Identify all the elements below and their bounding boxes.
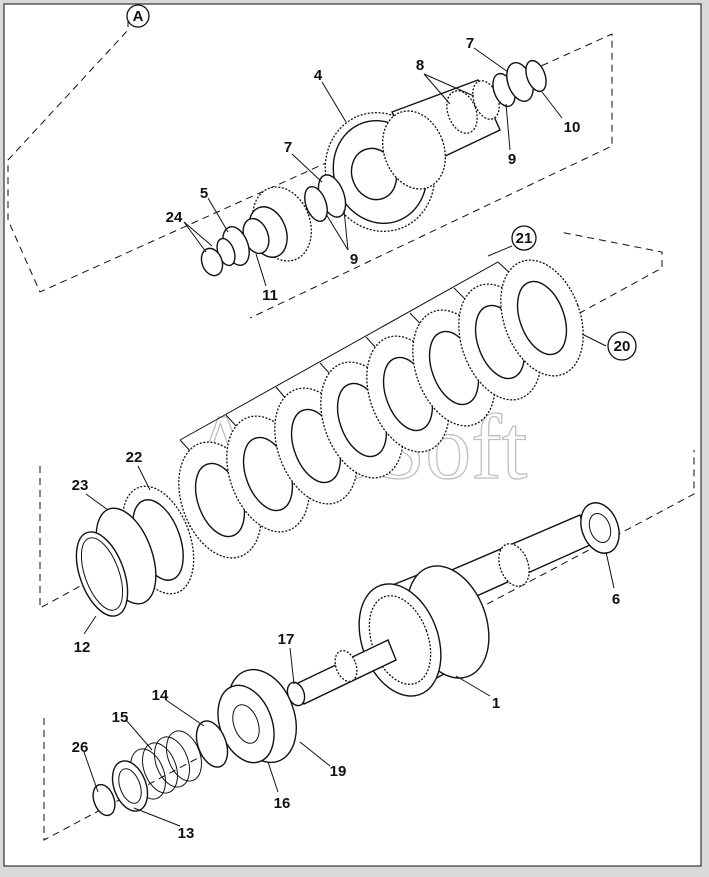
- callout-23: 23: [72, 477, 89, 494]
- needle-bearings-8: [446, 80, 500, 134]
- callout-12: 12: [74, 639, 91, 656]
- callouts: 4 8 7 10 9 7 5 24 9 11 21 20 22 23 12 6 …: [72, 35, 637, 842]
- callout-15: 15: [112, 709, 129, 726]
- callout-9-upper: 9: [508, 151, 516, 168]
- leader-lines: [83, 47, 615, 827]
- callout-16: 16: [274, 795, 291, 812]
- callout-10: 10: [564, 119, 581, 136]
- callout-9-lower: 9: [350, 251, 358, 268]
- svg-text:21: 21: [516, 230, 533, 247]
- callout-14: 14: [152, 687, 169, 704]
- view-marker-label: A: [133, 8, 144, 25]
- callout-5: 5: [200, 185, 208, 202]
- clutch-pack: [75, 259, 584, 617]
- callout-7-lower: 7: [284, 139, 292, 156]
- callout-19: 19: [330, 763, 347, 780]
- callout-1: 1: [492, 695, 500, 712]
- callout-6: 6: [612, 591, 620, 608]
- callout-8: 8: [416, 57, 424, 74]
- callout-26: 26: [72, 739, 89, 756]
- callout-4: 4: [314, 67, 323, 84]
- callout-17: 17: [278, 631, 295, 648]
- snap-ring-24: [200, 247, 224, 277]
- callout-22: 22: [126, 449, 143, 466]
- snap-ring-26: [92, 783, 116, 817]
- upper-shaft-assembly: [200, 59, 547, 277]
- clutch-discs: [178, 259, 584, 559]
- drive-gear: [324, 110, 446, 232]
- return-spring-15: [130, 730, 202, 800]
- callout-20: 20: [607, 331, 637, 361]
- callout-11: 11: [262, 287, 278, 304]
- washer-9-lower: [304, 186, 328, 222]
- lower-shaft-assembly: [92, 502, 620, 817]
- callout-7-upper: 7: [466, 35, 474, 52]
- callout-21: 21: [511, 225, 537, 251]
- view-marker: A: [126, 4, 150, 28]
- callout-24: 24: [166, 209, 183, 226]
- callout-13: 13: [178, 825, 195, 842]
- svg-text:20: 20: [614, 338, 631, 355]
- bearing-race-10: [525, 59, 547, 93]
